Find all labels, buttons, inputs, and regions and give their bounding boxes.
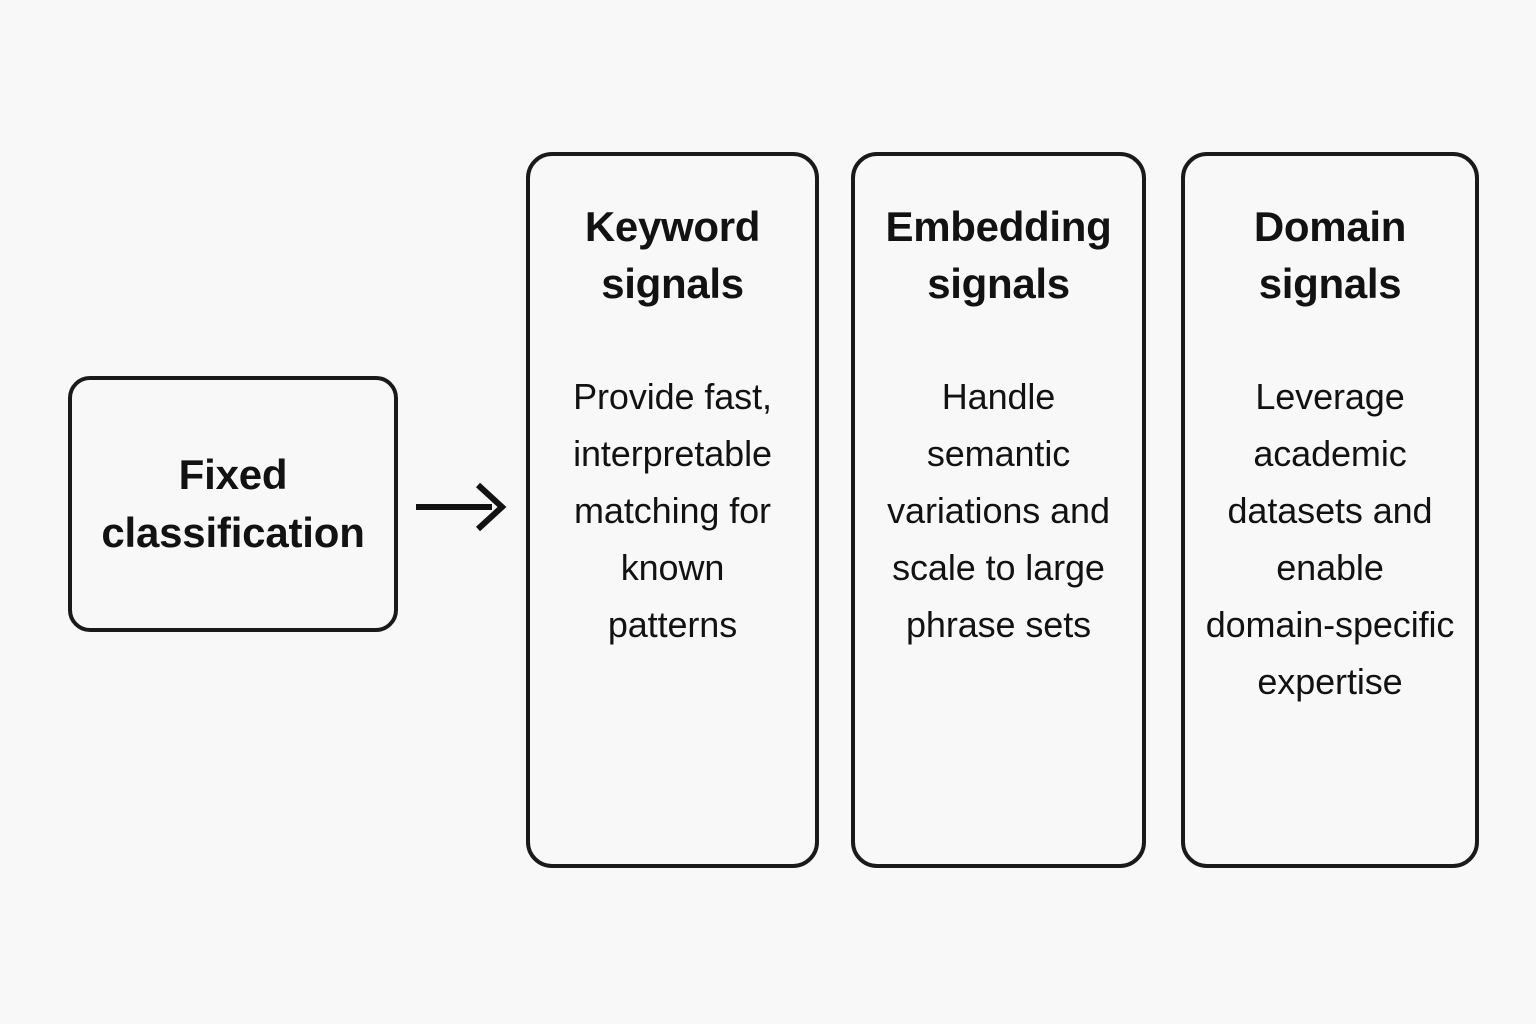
node-fixed-classification[interactable]: Fixed classification xyxy=(68,376,398,632)
card-keyword-signals-body: Provide fast, interpretable matching for… xyxy=(573,376,772,645)
card-domain-signals-title: Domain signals xyxy=(1253,203,1407,307)
card-keyword-signals-title: Keyword signals xyxy=(584,203,761,307)
node-fixed-classification-label: Fixed classification xyxy=(101,451,365,556)
card-domain-signals-body: Leverage academic datasets and enable do… xyxy=(1205,376,1455,702)
card-embedding-signals[interactable]: Embedding signals Handle semantic variat… xyxy=(851,152,1146,868)
card-embedding-signals-body: Handle semantic variations and scale to … xyxy=(887,376,1110,645)
card-domain-signals[interactable]: Domain signals Leverage academic dataset… xyxy=(1181,152,1479,868)
card-embedding-signals-title: Embedding signals xyxy=(885,203,1112,307)
card-keyword-signals[interactable]: Keyword signals Provide fast, interpreta… xyxy=(526,152,819,868)
arrow-right-icon xyxy=(412,478,512,536)
